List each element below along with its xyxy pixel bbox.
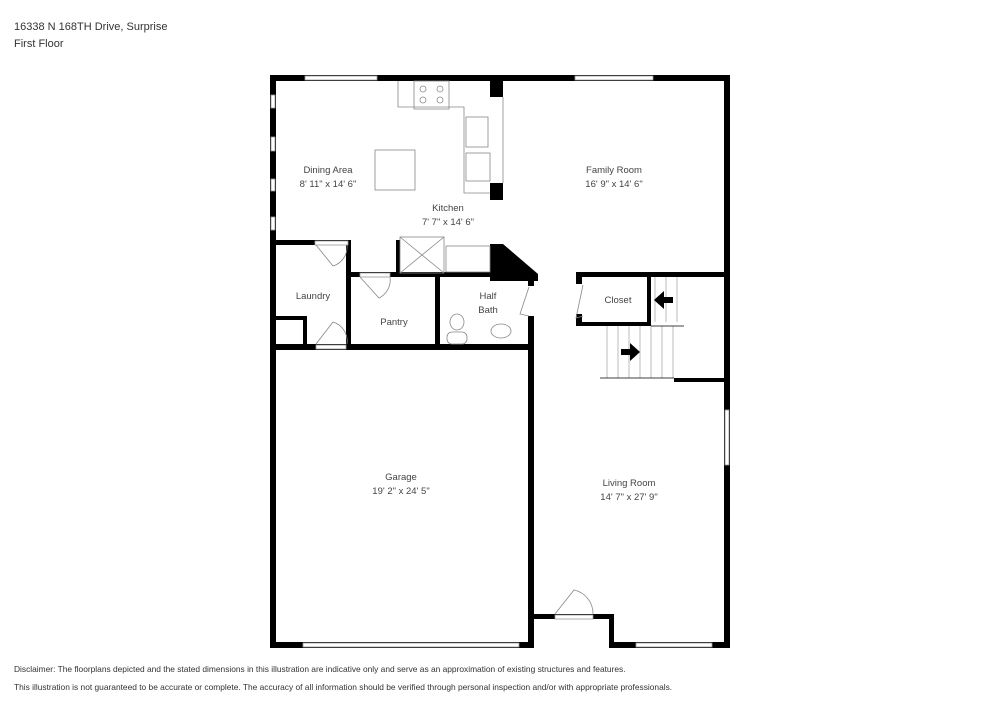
room-name: Half xyxy=(479,291,497,302)
stair-arrows xyxy=(621,291,673,361)
stairs-up-arrow-icon xyxy=(654,291,673,309)
room-name: Living Room xyxy=(602,478,656,489)
bath-sink-icon xyxy=(490,323,512,339)
washer-dryer-icon xyxy=(399,236,445,274)
room-name: Family Room xyxy=(586,165,642,176)
room-kitchen: Kitchen 7' 7" x 14' 6" xyxy=(422,202,474,230)
room-closet: Closet xyxy=(605,294,632,308)
property-address: 16338 N 168TH Drive, Surprise xyxy=(14,21,168,33)
room-name: Garage xyxy=(385,472,417,483)
windows xyxy=(270,75,730,648)
room-name: Closet xyxy=(604,295,632,306)
room-name: Pantry xyxy=(380,317,408,328)
room-half-bath: Half Bath xyxy=(478,290,498,318)
room-dimensions: 14' 7" x 27' 9" xyxy=(600,492,658,503)
room-name: Dining Area xyxy=(303,165,353,176)
walls xyxy=(270,75,730,648)
disclaimer-line-2: This illustration is not guaranteed to b… xyxy=(14,682,673,692)
room-name: Kitchen xyxy=(432,203,464,214)
room-dimensions: 8' 11" x 14' 6" xyxy=(299,179,357,190)
fixtures xyxy=(315,80,684,615)
room-dining-area: Dining Area 8' 11" x 14' 6" xyxy=(300,164,357,192)
island-icon xyxy=(374,149,416,191)
room-name-line2: Bath xyxy=(478,305,498,316)
floor-label: First Floor xyxy=(14,38,64,50)
disclaimer-line-1: Disclaimer: The floorplans depicted and … xyxy=(14,664,626,674)
room-living-room: Living Room 14' 7" x 27' 9" xyxy=(600,477,657,505)
stove-icon xyxy=(413,80,450,110)
room-pantry: Pantry xyxy=(380,316,407,330)
stairs-down-arrow-icon xyxy=(621,343,640,361)
room-dimensions: 7' 7" x 14' 6" xyxy=(421,217,475,228)
room-laundry: Laundry xyxy=(296,290,330,304)
room-name: Laundry xyxy=(295,291,331,302)
room-family-room: Family Room 16' 9" x 14' 6" xyxy=(585,164,642,192)
room-dimensions: 19' 2" x 24' 5" xyxy=(372,486,430,497)
room-dimensions: 16' 9" x 14' 6" xyxy=(585,179,643,190)
room-garage: Garage 19' 2" x 24' 5" xyxy=(372,471,429,499)
sink-icon xyxy=(465,116,489,148)
toilet-icon xyxy=(449,313,465,331)
door-swing-icon xyxy=(315,244,348,267)
